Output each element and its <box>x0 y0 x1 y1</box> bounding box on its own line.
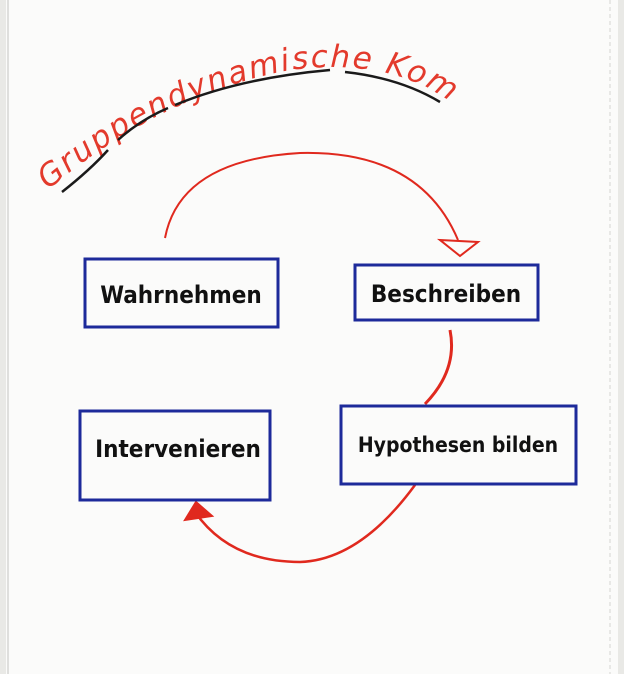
arrow-hypothesen-to-intervenieren <box>193 484 417 564</box>
arrow-beschreiben-to-hypothesen <box>423 329 454 406</box>
box-beschreiben: Beschreiben <box>353 263 540 322</box>
box-hypothesen-label: Hypothesen bilden <box>358 433 558 457</box>
title-underline-1 <box>61 149 109 193</box>
flipchart-paper <box>6 0 618 674</box>
box-intervenieren-label: Intervenieren <box>95 435 261 463</box>
arrowhead-beschreiben <box>436 238 481 258</box>
arrow-wahrnehmen-to-beschreiben <box>164 151 459 241</box>
title-underline-4 <box>344 70 441 104</box>
title-underline-2 <box>117 106 169 141</box>
box-wahrnehmen: Wahrnehmen <box>83 257 280 329</box>
box-hypothesen-bilden: Hypothesen bilden <box>339 404 578 486</box>
box-wahrnehmen-label: Wahrnehmen <box>100 281 261 309</box>
box-intervenieren: Intervenieren <box>78 409 272 502</box>
box-beschreiben-label: Beschreiben <box>371 280 521 308</box>
title-underline-3 <box>174 68 331 107</box>
arrowhead-intervenieren <box>183 500 215 522</box>
